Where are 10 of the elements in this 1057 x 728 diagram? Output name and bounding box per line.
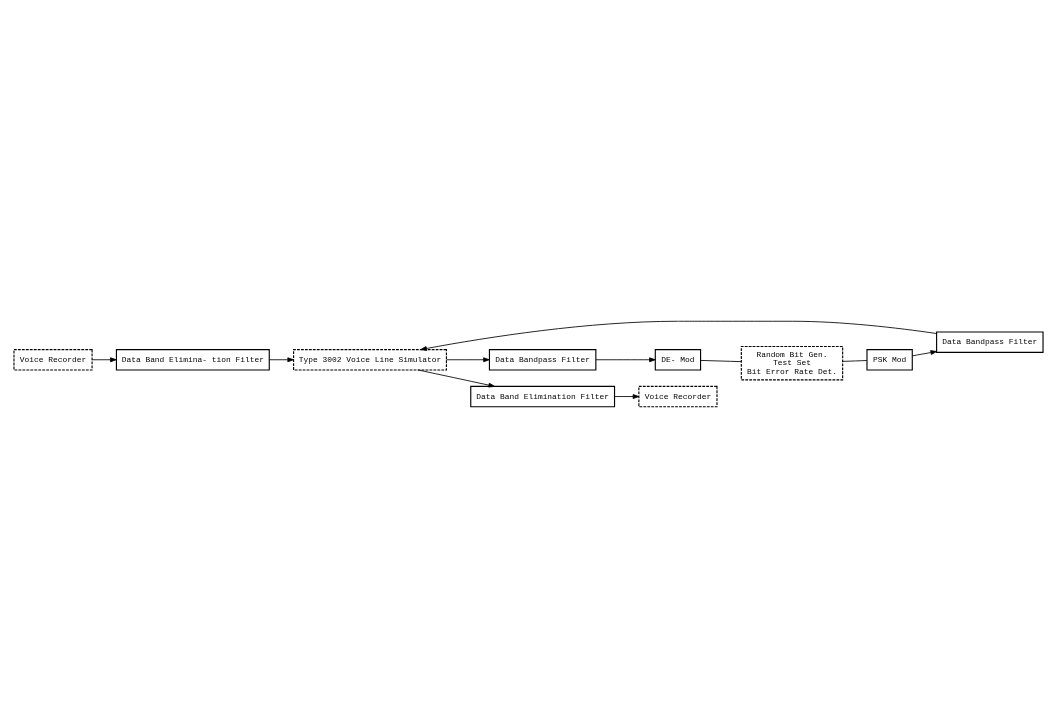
- arrow: [420, 320, 938, 351]
- arrow: [91, 357, 117, 363]
- connector: [842, 360, 868, 362]
- arrow: [912, 350, 937, 357]
- arrow: [446, 357, 490, 363]
- arrow: [595, 357, 656, 363]
- arrow: [268, 357, 294, 363]
- connector: [700, 360, 742, 363]
- arrow: [614, 394, 640, 399]
- arrow: [417, 369, 495, 388]
